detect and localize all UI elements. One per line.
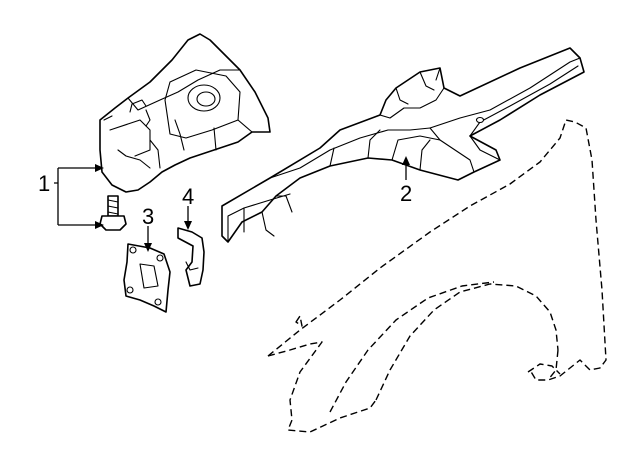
callout-3: 3: [142, 204, 154, 229]
callout-2: 2: [400, 181, 412, 206]
bracket-part-3: [123, 243, 171, 313]
fender-outline: [267, 119, 607, 433]
rail-part-2: [221, 47, 585, 243]
apron-part-1: [99, 33, 271, 193]
leader-lines: [54, 156, 410, 252]
callout-1: 1: [38, 171, 50, 196]
bolt-part-1: [99, 195, 127, 231]
callout-4: 4: [182, 184, 194, 209]
strap-part-4: [177, 227, 205, 287]
